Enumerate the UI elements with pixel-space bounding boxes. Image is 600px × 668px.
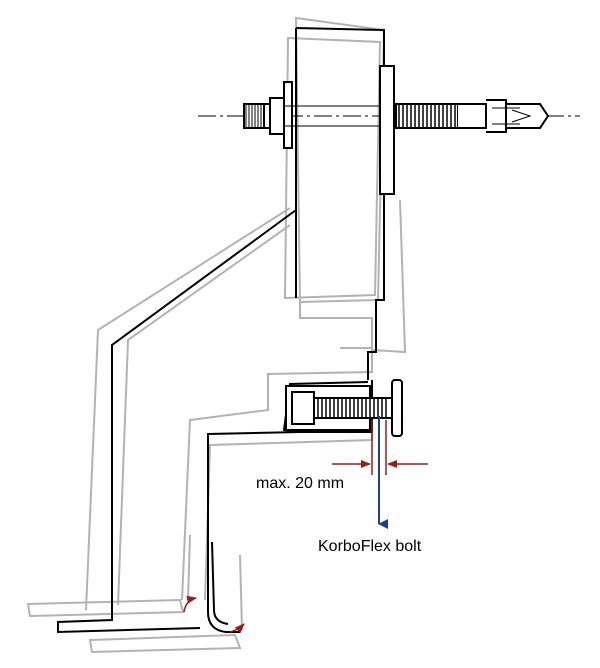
bolt-nut: [269, 97, 285, 135]
ghost-upper-block: [294, 16, 386, 304]
rotation-arc-right: [229, 623, 245, 634]
ghost-step-1: [299, 199, 407, 354]
korboflex-plate: [391, 379, 403, 437]
ghost-leg-left: [187, 534, 191, 601]
expansion-sleeve: [458, 99, 550, 133]
rotation-arc-left: [183, 595, 197, 613]
bolt-thread-right-hatch: [398, 104, 456, 128]
ghost-bracket-inner: [117, 224, 291, 606]
ghost-outline: [26, 16, 407, 654]
rotation-arcs: [183, 595, 245, 634]
ghost-step-2: [181, 347, 373, 601]
bracket-arm: [57, 209, 297, 634]
lower-bracket: [207, 431, 301, 633]
ghost-foot-left: [26, 598, 185, 618]
korboflex-bolt: [285, 379, 403, 437]
gap-label: max. 20 mm: [256, 475, 344, 492]
foot-leg: [211, 541, 229, 625]
korboflex-thread-hatch: [317, 398, 387, 418]
bolt-label: KorboFlex bolt: [318, 538, 422, 555]
left-clamp-plate: [283, 81, 293, 149]
gap-dimension: [332, 416, 428, 529]
korboflex-nut: [291, 391, 315, 425]
upper-block: [295, 27, 385, 298]
ghost-foot-right: [88, 633, 242, 654]
ghost-step-3: [204, 429, 373, 601]
bolt-thread-left-hatch: [245, 104, 262, 128]
center-post: [367, 196, 385, 380]
anchor-plate: [379, 65, 395, 195]
ghost-bracket-outer: [85, 207, 291, 611]
ghost-leg-right: [239, 554, 243, 631]
anchor-bolt: [243, 97, 550, 135]
